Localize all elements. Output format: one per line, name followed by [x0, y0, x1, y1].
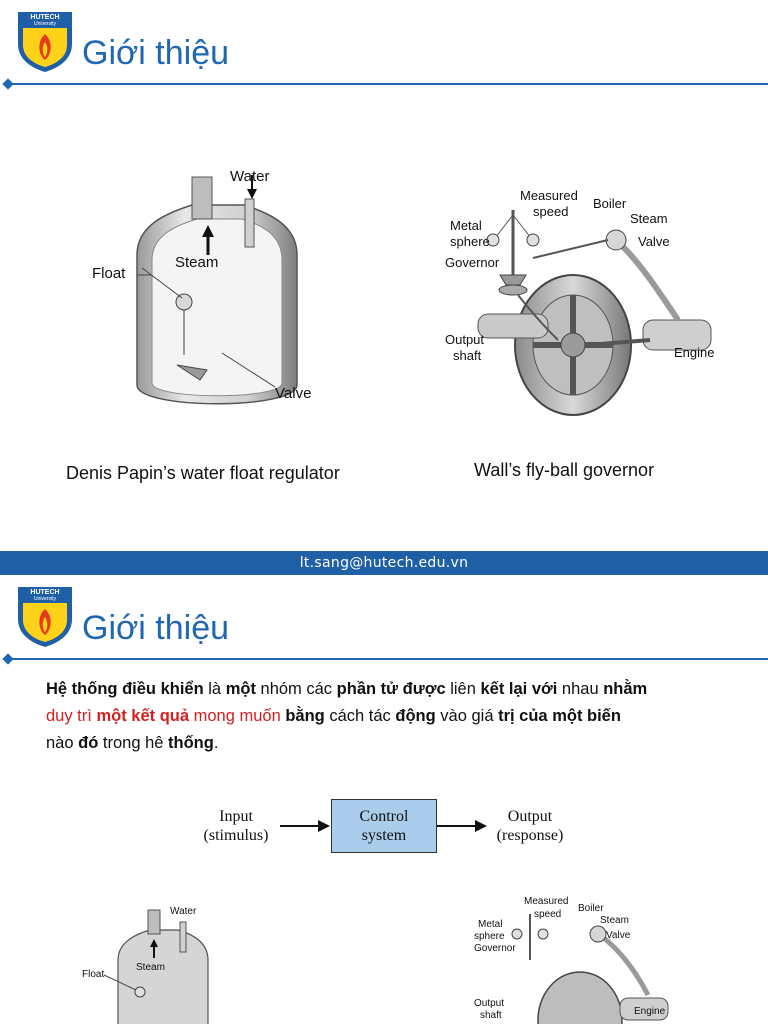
label-governor: Governor: [445, 255, 500, 270]
label-boiler: Boiler: [593, 196, 627, 211]
label-metal: Metal: [450, 218, 482, 233]
arrow-output: [437, 820, 487, 832]
fly-ball-governor-figure-small: Measured speed Boiler Steam Metal sphere…: [474, 896, 669, 1024]
label-float: Float: [82, 969, 104, 980]
label-shaft: shaft: [480, 1010, 502, 1021]
slide-title: Giới thiệu: [82, 609, 230, 647]
label-water: Water: [170, 906, 197, 917]
papin-regulator-figure: Water Steam Float Valve: [92, 168, 311, 405]
title-rule: [10, 658, 768, 660]
footer-bar: lt.sang@hutech.edu.vn: [0, 551, 768, 575]
arrow-input: [280, 820, 330, 832]
label-engine: Engine: [674, 345, 714, 360]
label-boiler: Boiler: [578, 903, 604, 914]
label-steam: Steam: [630, 211, 668, 226]
slide-title: Giới thiệu: [82, 34, 230, 72]
label-steam: Steam: [175, 254, 218, 271]
label-float: Float: [92, 265, 126, 282]
label-sphere: sphere: [474, 931, 505, 942]
title-rule: [10, 83, 768, 85]
label-water: Water: [230, 168, 269, 185]
logo-text-hutech: HUTECH: [30, 589, 59, 596]
label-valve: Valve: [638, 234, 670, 249]
slide-1: HUTECH University Giới thiệu Water Steam…: [2, 12, 768, 483]
label-steam: Steam: [136, 962, 165, 973]
label-sphere: sphere: [450, 234, 490, 249]
fly-ball-governor-figure: Measured speed Boiler Steam Metal sphere…: [445, 188, 714, 416]
label-metal: Metal: [478, 919, 502, 930]
definition-paragraph: Hệ thống điều khiển là một nhóm các phần…: [46, 680, 648, 752]
label-governor: Governor: [474, 943, 516, 954]
label-engine: Engine: [634, 1006, 666, 1017]
hutech-logo: HUTECH University: [18, 587, 72, 647]
label-speed: speed: [534, 909, 561, 920]
label-valve: Valve: [606, 930, 631, 941]
hutech-logo: HUTECH University: [18, 12, 72, 72]
input-label: Input (stimulus): [203, 808, 269, 844]
label-valve: Valve: [275, 385, 311, 402]
footer-email: lt.sang@hutech.edu.vn: [299, 555, 469, 571]
label-output: Output: [445, 332, 484, 347]
caption-papin: Denis Papin’s water float regulator: [66, 463, 340, 483]
title-rule-marker: [2, 78, 14, 90]
title-rule-marker: [2, 653, 14, 665]
caption-watt: Wall’s fly-ball governor: [474, 460, 655, 480]
logo-text-university: University: [34, 21, 56, 27]
output-label: Output (response): [496, 808, 564, 844]
label-output: Output: [474, 998, 504, 1009]
label-measured: Measured: [520, 188, 578, 203]
logo-text-hutech: HUTECH: [30, 14, 59, 21]
label-measured: Measured: [524, 896, 568, 907]
papin-regulator-figure-small: Water Steam Float: [82, 906, 209, 1024]
label-shaft: shaft: [453, 348, 482, 363]
logo-text-university: University: [34, 596, 56, 602]
label-steam: Steam: [600, 915, 629, 926]
label-speed: speed: [533, 204, 568, 219]
